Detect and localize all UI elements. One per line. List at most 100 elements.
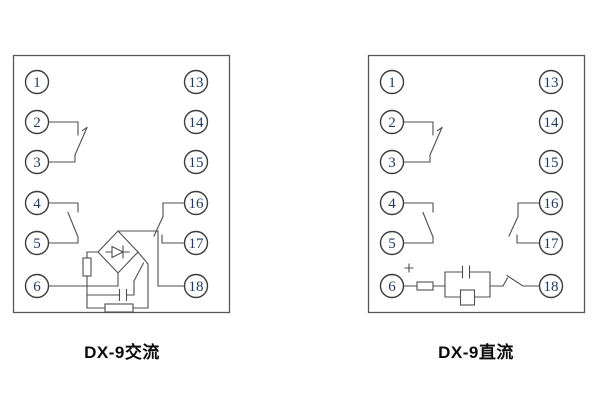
terminal-number: 4 [33,196,41,212]
terminal-1: 1 [24,69,50,95]
diode-leads [105,245,130,259]
terminal-circle [379,69,405,95]
terminal-3: 3 [24,149,50,175]
terminal-circle [183,149,209,175]
internal-contact-blade [133,262,145,282]
terminal-circle [538,109,564,135]
terminal-circle [183,273,209,299]
terminal-number: 18 [189,279,204,295]
wire-right-branch [137,251,149,309]
terminal-number: 13 [544,75,559,91]
wire-terminal6-bridge [47,272,119,287]
terminal-number: 3 [33,155,41,171]
terminal-circle [538,273,564,299]
terminal-17: 17 [538,230,564,256]
terminal-circle [538,190,564,216]
terminal-number: 1 [388,75,396,91]
terminal-circle [379,230,405,256]
terminal-6: 6 [24,273,50,299]
terminal-14: 14 [183,109,209,135]
contact-4-5 [402,202,434,244]
terminal-3: 3 [379,149,405,175]
terminal-circle [24,69,50,95]
terminal-circle [24,190,50,216]
terminal-number: 14 [189,115,205,131]
terminal-13: 13 [538,69,564,95]
terminal-circle [379,109,405,135]
terminal-16: 16 [183,190,209,216]
terminal-15: 15 [538,149,564,175]
terminal-circle [183,109,209,135]
terminal-circle [183,230,209,256]
contact-2-3 [402,121,443,163]
contact-2-3 [47,121,88,163]
terminal-number: 16 [544,196,560,212]
terminal-circle [24,230,50,256]
contact-16-17 [508,202,541,244]
terminal-5: 5 [379,230,405,256]
terminal-18: 18 [538,273,564,299]
terminal-circle [24,273,50,299]
terminal-17: 17 [183,230,209,256]
terminal-13: 13 [183,69,209,95]
terminal-circle [379,273,405,299]
dc-diagram-title: DX-9直流 [438,343,514,362]
terminal-number: 6 [33,279,41,295]
terminal-number: 2 [33,115,41,131]
terminal-1: 1 [379,69,405,95]
terminal-number: 13 [189,75,204,91]
contact-4-5 [47,202,79,244]
dc-relay-terminal-diagram: 1 2 3 4 5 6 [367,54,586,314]
terminal-number: 18 [544,279,559,295]
terminal-number: 5 [388,236,396,252]
diode-icon [111,245,125,259]
wire-bridge-terminal18 [117,230,186,287]
terminal-circle [24,109,50,135]
internal-contact-fixed [489,277,509,287]
terminal-number: 2 [388,115,396,131]
terminal-circle [24,149,50,175]
terminal-2: 2 [24,109,50,135]
contact-16-17 [153,202,186,244]
terminal-number: 6 [388,279,396,295]
internal-contact-blade [506,274,524,287]
terminal-circle [538,69,564,95]
capacitor-branch [86,280,135,302]
terminal-number: 5 [33,236,41,252]
terminal-15: 15 [183,149,209,175]
relay-outline-box [367,54,586,314]
terminal-number: 1 [33,75,41,91]
rectifier-bridge [97,230,139,274]
ac-relay-terminal-diagram: 1 2 3 4 5 6 [12,54,231,314]
terminal-circle [538,230,564,256]
terminal-number: 4 [388,196,396,212]
terminal-number: 14 [544,115,560,131]
wire-left-branch [86,251,99,309]
terminal-circle [183,190,209,216]
terminal-2: 2 [379,109,405,135]
terminal-circle [379,190,405,216]
terminal-4: 4 [24,190,50,216]
relay-coil [459,289,476,306]
terminal-14: 14 [538,109,564,135]
terminal-circle [379,149,405,175]
terminal-4: 4 [379,190,405,216]
terminal-5: 5 [24,230,50,256]
resistor [416,281,434,291]
terminal-number: 17 [189,236,205,252]
terminal-circle [183,69,209,95]
polarity-plus-icon [404,263,414,273]
terminal-16: 16 [538,190,564,216]
terminal-number: 3 [388,155,396,171]
resistor-vertical [82,257,92,277]
terminal-circle [538,149,564,175]
terminal-number: 15 [544,155,559,171]
terminal-6: 6 [379,273,405,299]
ac-diagram-title: DX-9交流 [84,343,160,362]
terminal-18: 18 [183,273,209,299]
terminal-number: 15 [189,155,204,171]
relay-coil [104,303,134,313]
terminal-number: 16 [189,196,205,212]
